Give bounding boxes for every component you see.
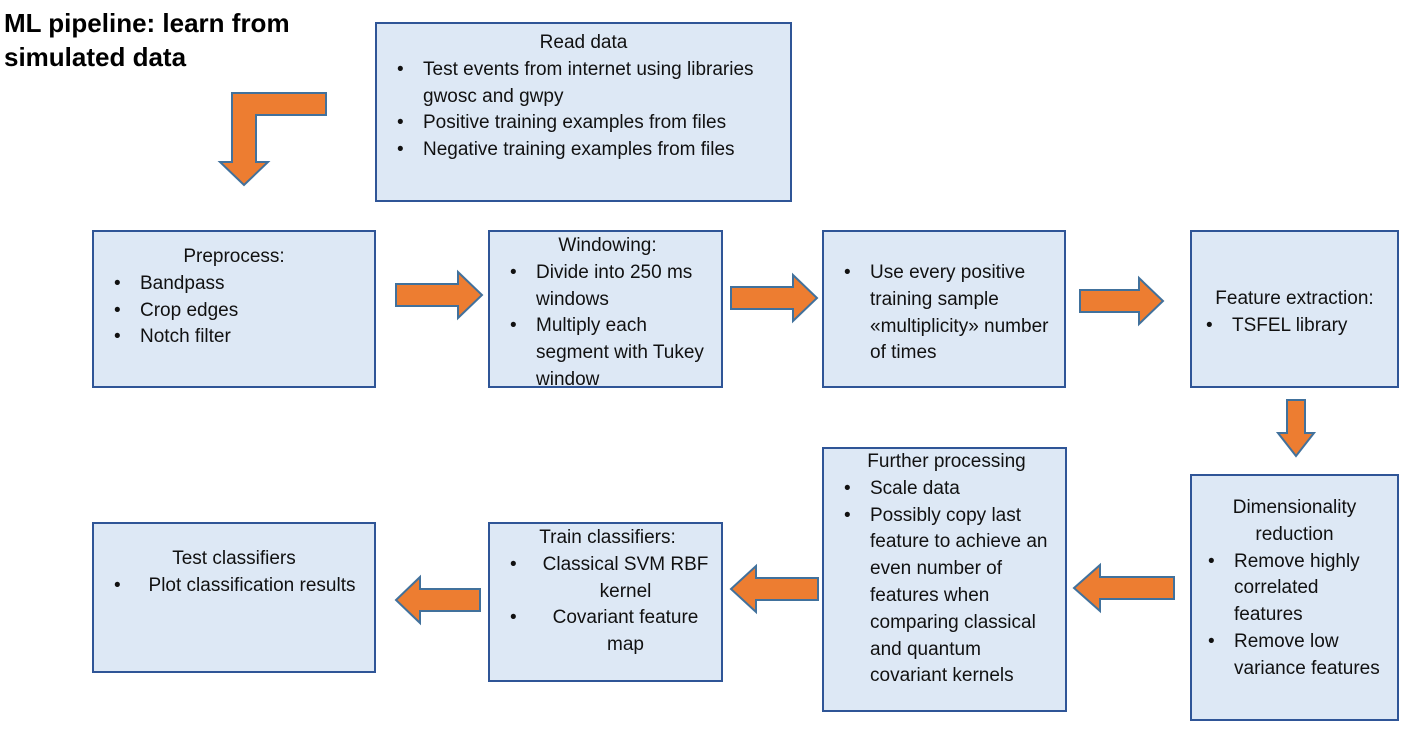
preprocess-item: Bandpass — [104, 271, 364, 298]
test-classifiers-heading: Test classifiers — [172, 548, 296, 569]
train-classifiers-item: Covariant feature map — [500, 605, 715, 659]
read-data-heading: Read data — [539, 32, 628, 53]
arrow-left-train-to-test — [394, 574, 481, 626]
bent-arrow-down — [217, 92, 327, 187]
train-classifiers-box: Train classifiers: Classical SVM RBF ker… — [488, 522, 723, 682]
further-processing-item: Possibly copy last feature to achieve an… — [834, 503, 1059, 691]
read-data-item: Positive training examples from files — [387, 110, 780, 137]
arrow-right-windowing-to-multiplicity — [730, 272, 819, 324]
arrow-right-preprocess-to-windowing — [395, 269, 484, 321]
dimensionality-reduction-box: Dimensionality reduction Remove highly c… — [1190, 474, 1399, 721]
feature-extraction-item: TSFEL library — [1196, 313, 1393, 340]
page-title: ML pipeline: learn from simulated data — [4, 8, 290, 72]
further-processing-item: Scale data — [834, 476, 1059, 503]
feature-extraction-heading: Feature extraction: — [1215, 288, 1374, 309]
train-classifiers-item: Classical SVM RBF kernel — [500, 552, 715, 606]
dimensionality-reduction-item: Remove low variance features — [1198, 629, 1391, 683]
read-data-item: Negative training examples from files — [387, 137, 780, 164]
windowing-heading: Windowing: — [558, 235, 657, 256]
multiplicity-item: Use every positive training sample «mult… — [834, 260, 1054, 367]
windowing-box: Windowing: Divide into 250 ms windows Mu… — [488, 230, 723, 390]
windowing-item: Divide into 250 ms windows — [500, 260, 715, 314]
test-classifiers-box: Test classifiers Plot classification res… — [92, 522, 376, 673]
read-data-item: Test events from internet using librarie… — [387, 57, 780, 111]
further-processing-heading: Further processing — [867, 451, 1026, 472]
test-classifiers-item: Plot classification results — [104, 573, 364, 600]
further-processing-box: Further processing Scale data Possibly c… — [822, 447, 1067, 712]
preprocess-box: Preprocess: Bandpass Crop edges Notch fi… — [92, 230, 376, 388]
preprocess-heading: Preprocess: — [183, 246, 285, 267]
dimensionality-reduction-item: Remove highly correlated features — [1198, 549, 1391, 629]
multiplicity-box: Use every positive training sample «mult… — [822, 230, 1066, 388]
arrow-left-dimred-to-further — [1072, 562, 1175, 614]
windowing-item: Multiply each segment with Tukey window — [500, 313, 715, 393]
arrow-left-further-to-train — [729, 563, 819, 615]
preprocess-item: Crop edges — [104, 298, 364, 325]
read-data-box: Read data Test events from internet usin… — [375, 22, 792, 202]
feature-extraction-box: Feature extraction: TSFEL library — [1190, 230, 1399, 388]
dimensionality-reduction-heading: Dimensionality reduction — [1232, 497, 1357, 545]
arrow-right-multiplicity-to-feature — [1079, 275, 1165, 327]
preprocess-item: Notch filter — [104, 324, 364, 351]
arrow-down-feature-to-dimred — [1275, 399, 1317, 458]
train-classifiers-heading: Train classifiers: — [539, 527, 676, 548]
